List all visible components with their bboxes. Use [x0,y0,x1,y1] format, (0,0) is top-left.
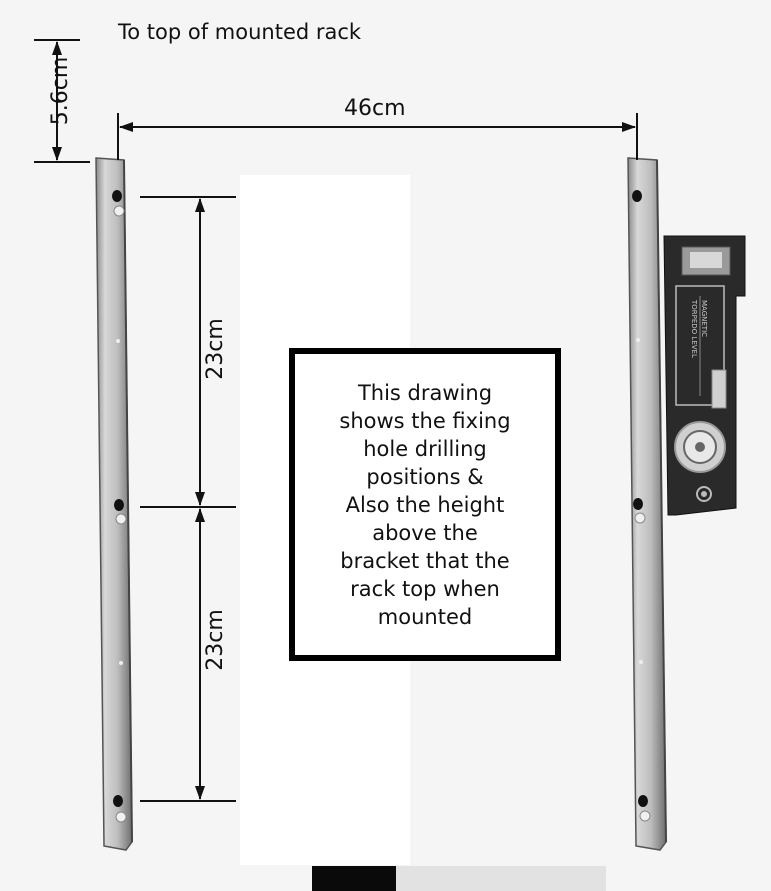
dimension-top-offset [34,39,90,163]
background-strip-gray [396,866,606,891]
left-bracket [95,157,133,851]
top-of-rack-label: To top of mounted rack [118,20,362,44]
torpedo-level: MAGNETIC TORPEDO LEVEL [663,235,746,516]
upper-hole-gap-label: 23cm [203,318,228,380]
right-hole-bottom [638,795,648,807]
level-type-label: TORPEDO LEVEL [690,299,698,358]
top-offset-label: 5.6cm [48,56,73,126]
right-bracket [627,157,667,851]
lower-hole-gap-label: 23cm [203,609,228,671]
left-hole-top [112,190,122,202]
left-hole-middle [114,499,124,511]
background-strip-black [312,866,396,891]
right-hole-top [632,190,642,202]
dimension-lower-hole-gap [140,508,236,802]
bracket-spacing-label: 46cm [344,96,406,121]
note-box: This drawing shows the fixing hole drill… [289,348,561,661]
right-hole-middle [633,498,643,510]
dimension-bracket-spacing [117,113,638,160]
level-brand-label: MAGNETIC [700,300,708,337]
note-text: This drawing shows the fixing hole drill… [339,380,511,629]
dimension-upper-hole-gap [140,196,236,506]
left-hole-bottom [113,795,123,807]
